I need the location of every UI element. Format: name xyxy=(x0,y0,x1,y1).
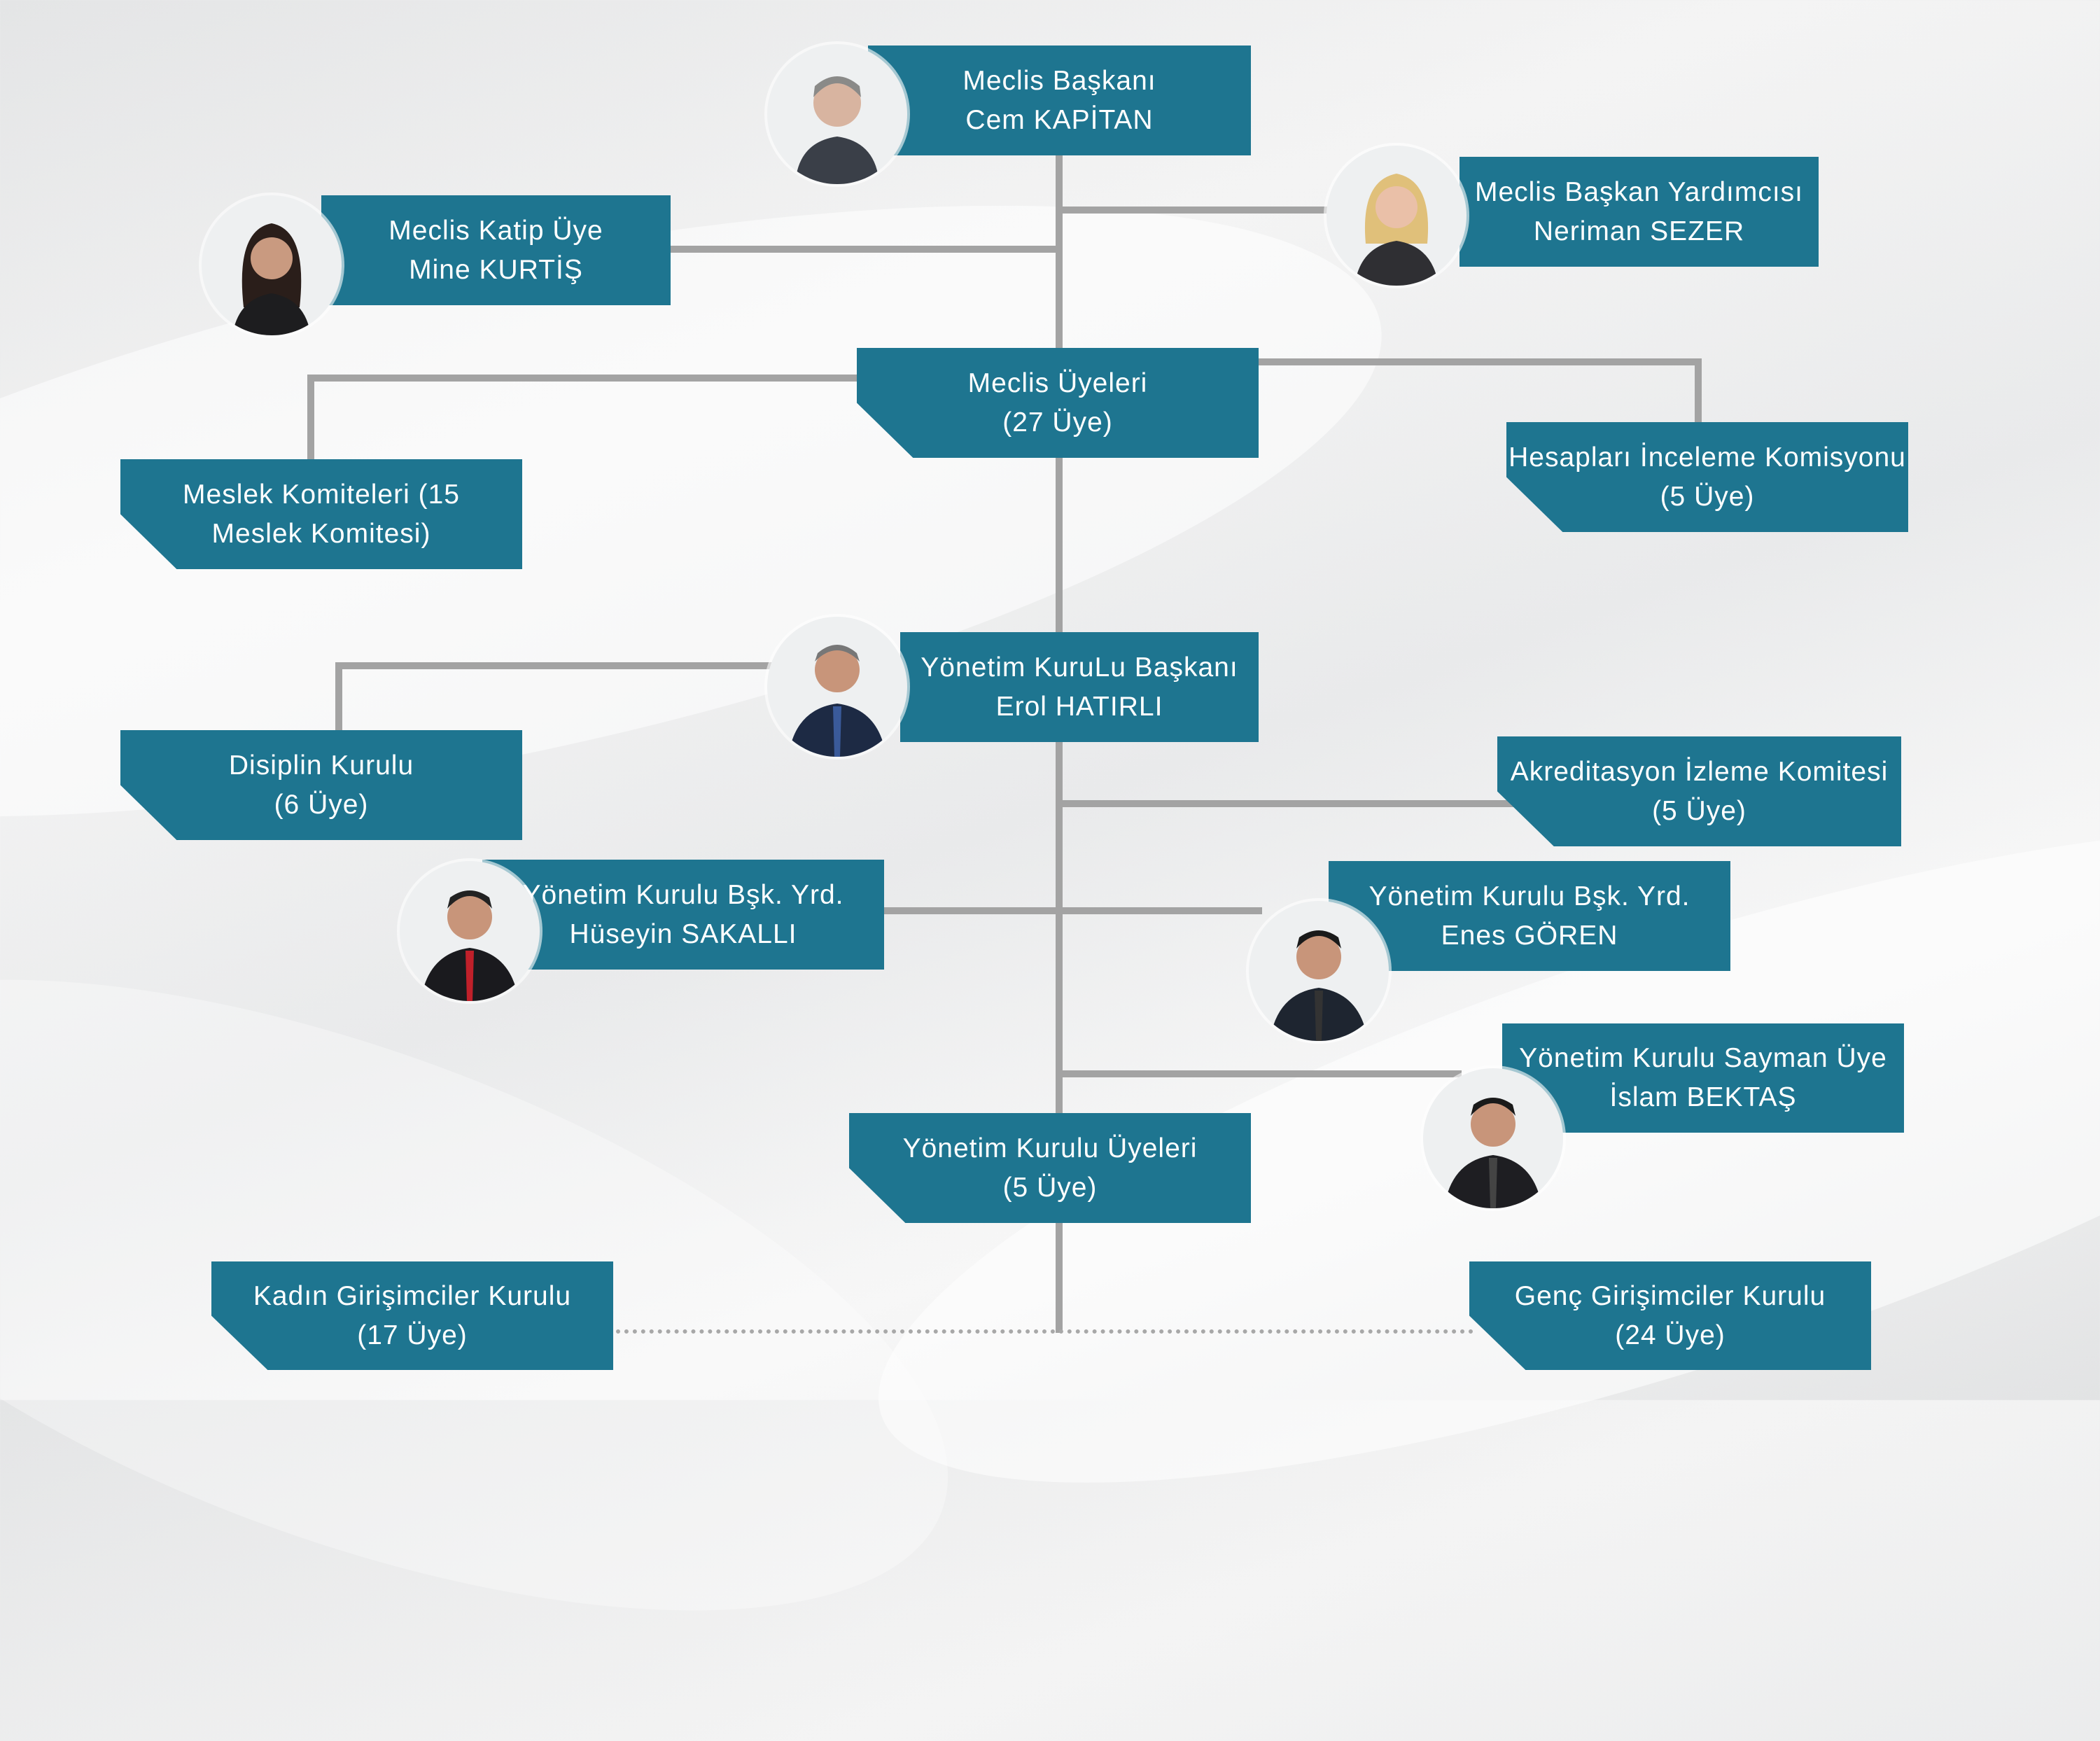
connector xyxy=(1695,358,1702,425)
avatar-meclis-baskani xyxy=(767,44,907,184)
node-count: Meslek Komitesi) xyxy=(211,518,431,549)
avatar-sayman-uye xyxy=(1423,1068,1563,1208)
connector xyxy=(335,662,773,669)
node-name: Hüseyin SAKALLI xyxy=(569,918,797,949)
node-title: Hesapları İnceleme Komisyonu xyxy=(1508,442,1906,473)
node-yk-baskan-yrd-1: Yönetim Kurulu Bşk. Yrd. Hüseyin SAKALLI xyxy=(482,860,884,970)
connector-spine xyxy=(1056,155,1063,1333)
node-count: (5 Üye) xyxy=(1660,481,1755,512)
node-name: Neriman SEZER xyxy=(1533,216,1745,246)
node-title: Yönetim Kurulu Bşk. Yrd. xyxy=(1368,881,1690,911)
connector xyxy=(884,907,1262,914)
node-meclis-uyeleri: Meclis Üyeleri (27 Üye) xyxy=(857,348,1259,458)
node-title: Kadın Girişimciler Kurulu xyxy=(253,1280,572,1311)
node-name: İslam BEKTAŞ xyxy=(1609,1082,1797,1112)
connector xyxy=(1059,207,1332,214)
node-yk-baskan-yrd-2: Yönetim Kurulu Bşk. Yrd. Enes GÖREN xyxy=(1329,861,1730,971)
node-name: Cem KAPİTAN xyxy=(965,104,1154,135)
node-kadin-girisimciler: Kadın Girişimciler Kurulu (17 Üye) xyxy=(211,1261,613,1370)
node-meclis-baskani: Meclis Başkanı Cem KAPİTAN xyxy=(868,46,1251,155)
connector xyxy=(307,375,860,382)
node-count: (5 Üye) xyxy=(1002,1172,1098,1203)
node-title: Yönetim KuruLu Başkanı xyxy=(920,652,1238,683)
connector xyxy=(1059,800,1514,807)
avatar-yk-baskani xyxy=(767,617,907,757)
connector xyxy=(335,662,342,732)
node-yk-baskani: Yönetim KuruLu Başkanı Erol HATIRLI xyxy=(900,632,1259,742)
node-count: (27 Üye) xyxy=(1002,407,1113,438)
node-title: Disiplin Kurulu xyxy=(228,750,414,781)
node-title: Genç Girişimciler Kurulu xyxy=(1514,1280,1826,1311)
node-sayman-uye: Yönetim Kurulu Sayman Üye İslam BEKTAŞ xyxy=(1502,1023,1904,1133)
node-title: Akreditasyon İzleme Komitesi xyxy=(1510,756,1889,787)
avatar-yk-baskan-yrd-2 xyxy=(1249,901,1389,1041)
node-count: (24 Üye) xyxy=(1615,1320,1726,1350)
avatar-meclis-baskan-yardimcisi xyxy=(1326,146,1466,286)
node-hesaplari-inceleme: Hesapları İnceleme Komisyonu (5 Üye) xyxy=(1506,422,1908,532)
node-title: Yönetim Kurulu Bşk. Yrd. xyxy=(522,879,844,910)
node-meclis-katip-uye: Meclis Katip Üye Mine KURTİŞ xyxy=(321,195,671,305)
connector xyxy=(1256,358,1702,365)
dotted-connector xyxy=(616,1329,1474,1334)
node-name: Enes GÖREN xyxy=(1441,920,1618,951)
node-title: Meclis Başkan Yardımcısı xyxy=(1474,176,1804,207)
node-title: Meclis Katip Üye xyxy=(388,215,603,246)
node-title: Yönetim Kurulu Üyeleri xyxy=(902,1133,1198,1163)
node-name: Erol HATIRLI xyxy=(995,691,1163,722)
connector xyxy=(307,375,314,462)
node-yk-uyeleri: Yönetim Kurulu Üyeleri (5 Üye) xyxy=(849,1113,1251,1223)
node-count: (17 Üye) xyxy=(357,1320,468,1350)
node-meclis-baskan-yardimcisi: Meclis Başkan Yardımcısı Neriman SEZER xyxy=(1460,157,1819,267)
avatar-meclis-katip xyxy=(202,195,342,335)
node-title: Meclis Başkanı xyxy=(962,65,1156,96)
avatar-yk-baskan-yrd-1 xyxy=(400,861,540,1001)
connector xyxy=(671,246,1059,253)
connector xyxy=(1059,1070,1462,1077)
node-title: Yönetim Kurulu Sayman Üye xyxy=(1519,1043,1887,1073)
node-title: Meclis Üyeleri xyxy=(967,368,1148,398)
node-count: (5 Üye) xyxy=(1652,795,1746,826)
node-genc-girisimciler: Genç Girişimciler Kurulu (24 Üye) xyxy=(1469,1261,1871,1370)
node-disiplin-kurulu: Disiplin Kurulu (6 Üye) xyxy=(120,730,522,840)
node-akreditasyon: Akreditasyon İzleme Komitesi (5 Üye) xyxy=(1497,736,1901,846)
node-count: (6 Üye) xyxy=(274,789,369,820)
node-name: Mine KURTİŞ xyxy=(409,254,583,285)
node-title: Meslek Komiteleri (15 xyxy=(183,479,460,510)
node-meslek-komiteleri: Meslek Komiteleri (15 Meslek Komitesi) xyxy=(120,459,522,569)
